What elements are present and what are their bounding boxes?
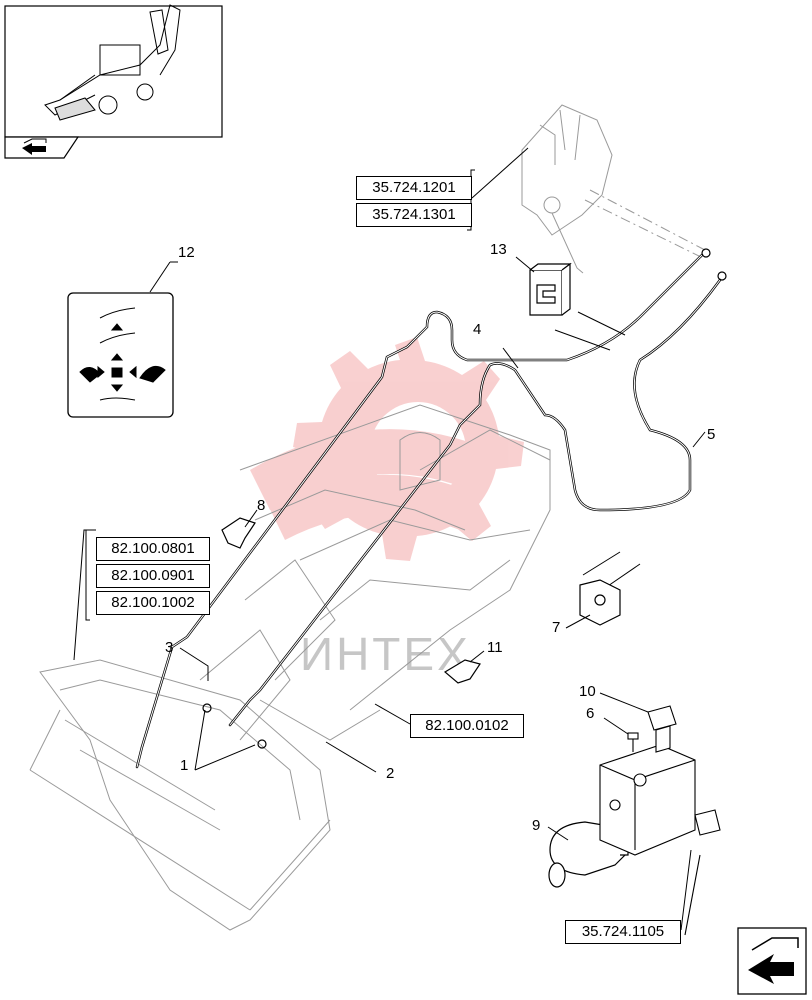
watermark-text: ИНТЕХ bbox=[300, 628, 471, 680]
valve-block bbox=[599, 744, 721, 936]
callout-11: 11 bbox=[487, 639, 503, 656]
ref-arm-2[interactable]: 82.100.0901 bbox=[96, 564, 210, 588]
machine-thumbnail bbox=[4, 4, 223, 159]
fitting-10 bbox=[647, 705, 677, 753]
ref-valve-top[interactable]: 35.724.1201 bbox=[356, 176, 472, 200]
hydraulic-lines bbox=[135, 248, 727, 769]
ref-arm-1[interactable]: 82.100.0801 bbox=[96, 537, 210, 561]
callout-5: 5 bbox=[707, 426, 716, 443]
callout-2: 2 bbox=[386, 765, 395, 782]
watermark-gear bbox=[250, 337, 524, 561]
leader-lines bbox=[73, 169, 706, 931]
callout-12: 12 bbox=[178, 244, 195, 261]
clamp-13 bbox=[529, 262, 572, 316]
callout-3: 3 bbox=[165, 639, 174, 656]
nav-arrow-icon[interactable] bbox=[22, 138, 47, 155]
callout-9: 9 bbox=[532, 817, 541, 834]
callout-10: 10 bbox=[579, 683, 596, 700]
bolt-6 bbox=[627, 732, 639, 752]
next-page-arrow-icon[interactable] bbox=[737, 927, 807, 995]
control-decal-icon bbox=[67, 261, 178, 418]
control-valve bbox=[521, 104, 706, 274]
callout-4: 4 bbox=[473, 321, 482, 338]
section-break bbox=[554, 311, 641, 589]
bracket-8 bbox=[221, 517, 256, 549]
bracket-11 bbox=[443, 659, 481, 684]
loader-frame bbox=[199, 404, 551, 741]
clamp-7 bbox=[579, 579, 621, 626]
ref-valve-bottom[interactable]: 35.724.1301 bbox=[356, 203, 472, 227]
ref-block[interactable]: 35.724.1105 bbox=[565, 920, 681, 944]
bucket bbox=[29, 659, 331, 931]
ref-arm-3[interactable]: 82.100.1002 bbox=[96, 591, 210, 615]
callout-6: 6 bbox=[586, 705, 595, 722]
callout-13: 13 bbox=[490, 241, 507, 258]
callout-8: 8 bbox=[257, 497, 266, 514]
ref-loader[interactable]: 82.100.0102 bbox=[410, 714, 524, 738]
callout-7: 7 bbox=[552, 619, 561, 636]
callout-1: 1 bbox=[180, 757, 189, 774]
